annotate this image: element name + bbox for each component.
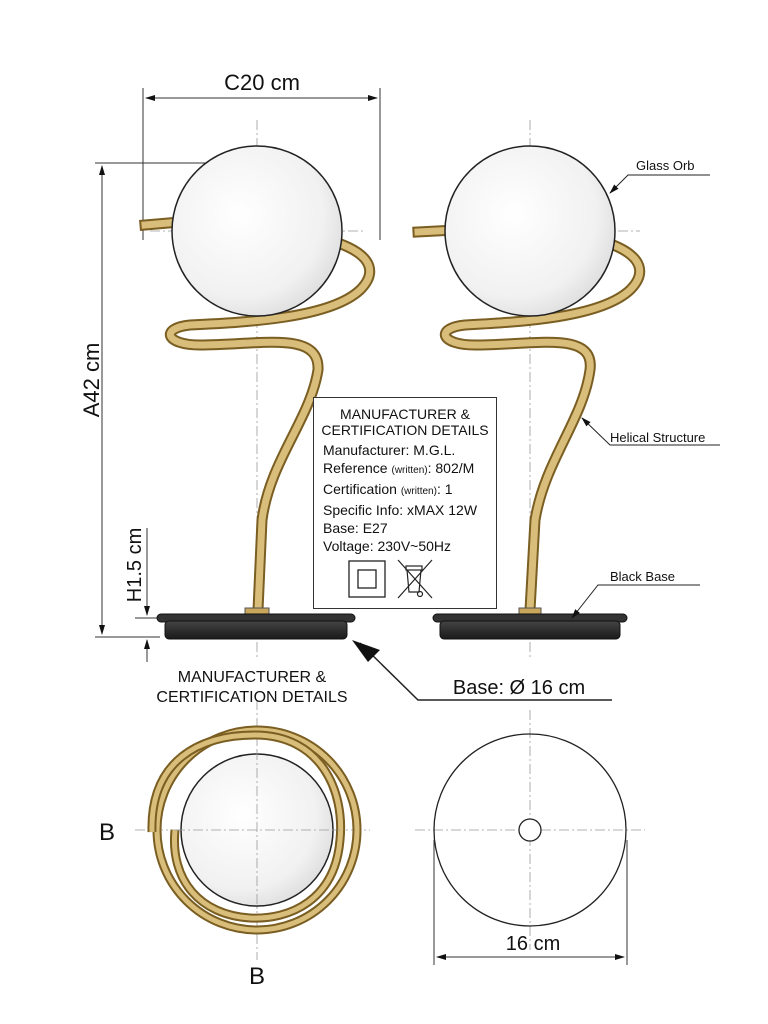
label-manufacturer: Manufacturer: M.G.L. [323,442,456,458]
class-ii-double-insulation-icon [348,560,386,598]
front-view-lamp-left [139,145,376,640]
section-mark-b-left: B [99,819,115,846]
width-label: C20 cm [224,70,300,95]
glass-orb-callout: Glass Orb [636,158,695,173]
base-height-label: H1.5 cm [124,528,146,602]
base-arrow-icon [352,640,380,662]
label-specific-info: Specific Info: xMAX 12W [323,502,478,518]
helical-structure-callout: Helical Structure [610,430,705,445]
manufacturer-callout-line2: CERTIFICATION DETAILS [156,689,347,706]
callout-leaders [359,174,720,701]
glass-orb-left [171,145,343,317]
label-reference: Reference (written): 802/M [323,460,475,476]
manufacturer-callout-line1: MANUFACTURER & [178,669,327,686]
label-voltage: Voltage: 230V~50Hz [323,538,452,554]
label-title-line2: CERTIFICATION DETAILS [321,422,489,438]
label-certification: Certification (written): 1 [323,481,453,497]
weee-crossed-bin-icon [397,559,433,599]
base-top-diameter-label: 16 cm [506,933,560,955]
section-mark-b-bottom: B [249,963,265,990]
height-label: A42 cm [79,343,104,418]
height-dimension [95,162,250,662]
glass-orb-right [444,145,616,317]
top-view-lamp [147,725,362,935]
black-base-callout: Black Base [610,569,675,584]
label-title-line1: MANUFACTURER & [340,406,470,422]
manufacturer-certification-label: MANUFACTURER & CERTIFICATION DETAILS Man… [313,397,497,609]
cable-hole [518,818,542,842]
label-base: Base: E27 [323,520,388,536]
base-diameter-label: Base: Ø 16 cm [453,677,585,699]
width-dimension [142,88,381,240]
base-top-view [433,733,628,965]
